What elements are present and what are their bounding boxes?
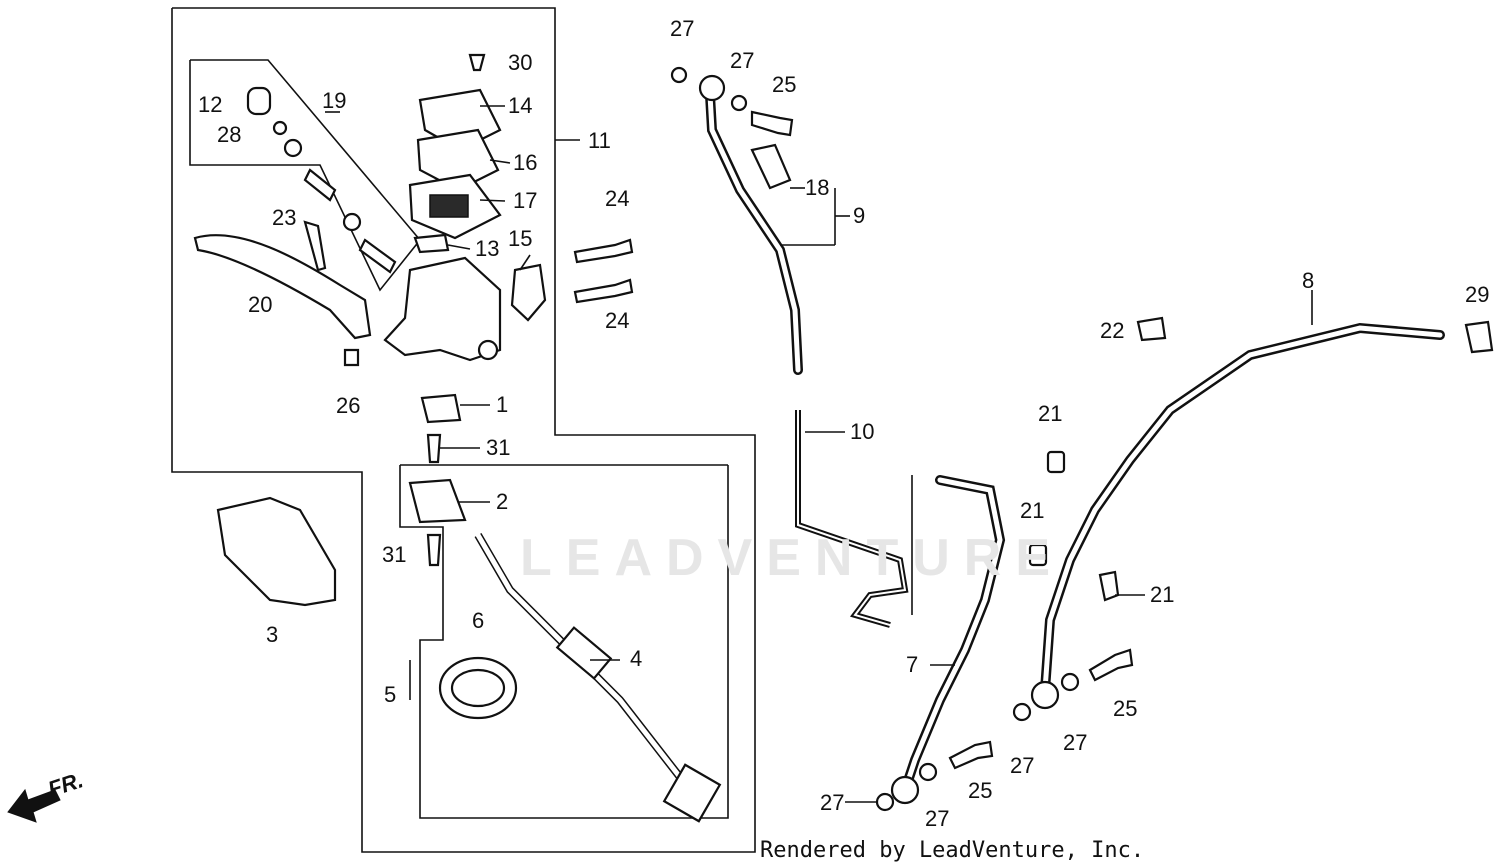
lower-brake-hose-right-part [1040, 322, 1445, 695]
lever-group-outline [189, 59, 422, 292]
sealing-washer-a-part [670, 66, 688, 84]
callout-16: 16 [513, 150, 538, 175]
master-cylinder-port-part [477, 339, 499, 361]
banjo-bolt-left-part [948, 740, 994, 770]
stop-switch-part [420, 393, 462, 424]
callout-17: 17 [513, 188, 538, 213]
callout-11: 11 [588, 128, 611, 153]
callout-6: 6 [472, 608, 485, 633]
callout-22: 22 [1100, 318, 1125, 343]
screw-part [468, 53, 486, 72]
watermark-text: LEADVENTURE [520, 529, 1065, 587]
holder-part [510, 263, 547, 322]
callout-14: 14 [508, 93, 533, 118]
cup-part [342, 212, 362, 232]
callout-18: 18 [805, 175, 830, 200]
callout-27: 27 [820, 790, 845, 815]
callout-23: 23 [272, 205, 297, 230]
boot-part [246, 86, 272, 116]
callout-27: 27 [1063, 730, 1088, 755]
sealing-washer-b-part [730, 94, 748, 112]
upper-brake-hose-inner-part [707, 92, 801, 373]
upper-brake-hose-part [705, 90, 803, 375]
callout-28: 28 [217, 122, 242, 147]
sealing-washer-d-part [918, 762, 938, 782]
spring-part [358, 238, 397, 274]
switch-screw-lower-part [426, 533, 442, 567]
callout-25: 25 [1113, 696, 1138, 721]
callout-30: 30 [508, 50, 533, 75]
callout-27: 27 [1010, 753, 1035, 778]
lever-cover-part [216, 496, 337, 607]
callout-5: 5 [384, 682, 397, 707]
callout-7: 7 [906, 652, 919, 677]
callout-26: 26 [336, 393, 361, 418]
callout-25: 25 [772, 72, 797, 97]
leader-lines [325, 105, 1313, 803]
holder-bolt-lower-part [573, 278, 634, 304]
callout-24: 24 [605, 308, 630, 333]
washer-part [283, 138, 303, 158]
callout-1: 1 [496, 392, 509, 417]
callout-2: 2 [496, 489, 509, 514]
banjo-bolt-upper-part [750, 110, 794, 137]
master-cylinder-body-part [383, 256, 502, 362]
hose-clip-a-part [1046, 450, 1066, 474]
sealing-washer-e-part [1012, 702, 1032, 722]
banjo-left-part [890, 775, 920, 805]
render-credit: Rendered by LeadVenture, Inc. [760, 838, 1145, 863]
callout-10: 10 [850, 419, 875, 444]
master-cylinder-group-outline [171, 7, 756, 853]
callout-24: 24 [605, 186, 630, 211]
pivot-bolt-part [303, 220, 327, 272]
callout-31: 31 [382, 542, 407, 567]
callout-8: 8 [1302, 268, 1315, 293]
brake-lever-part [193, 234, 372, 340]
hose-clip-b-part [1028, 543, 1048, 567]
callout-21: 21 [1038, 401, 1063, 426]
callout-21: 21 [1150, 582, 1175, 607]
callout-27: 27 [925, 806, 950, 831]
hose-clamp-part [1136, 316, 1167, 342]
hose-joint-part [1464, 320, 1494, 354]
band-clamp-inner-part [450, 668, 506, 708]
switch-screw-upper-part [426, 433, 442, 464]
callout-27: 27 [670, 16, 695, 41]
piston-part [303, 168, 337, 202]
callout-25: 25 [968, 778, 993, 803]
holder-bolt-upper-part [573, 238, 634, 264]
callout-19: 19 [322, 88, 347, 113]
switch-inner-outline [399, 465, 729, 819]
sealing-washer-f-part [1060, 672, 1080, 692]
callout-4: 4 [630, 646, 643, 671]
front-stop-switch-part [408, 478, 467, 524]
lower-brake-hose-right-inner-part [1042, 325, 1443, 693]
callout-20: 20 [248, 292, 273, 317]
diaphragm-part [416, 128, 500, 192]
callout-3: 3 [266, 622, 279, 647]
callout-29: 29 [1465, 282, 1490, 307]
plate-grid-part [429, 194, 469, 218]
banjo-bolt-right-part [1088, 648, 1134, 682]
hose-guide-part [750, 143, 792, 190]
callout-9: 9 [853, 203, 866, 228]
lower-brake-hose-left-inner-part [902, 477, 1003, 793]
callout-27: 27 [730, 48, 755, 73]
nut-part [343, 348, 360, 367]
callout-13: 13 [475, 236, 500, 261]
banjo-right-part [1030, 680, 1060, 710]
callout-21: 21 [1020, 498, 1045, 523]
harness-plug-part [662, 763, 722, 823]
banjo-upper-part [698, 74, 726, 102]
front-direction-arrow [7, 788, 61, 823]
harness-connector-part [555, 626, 613, 680]
callout-31: 31 [486, 435, 511, 460]
brake-pipe-inner-part [797, 409, 907, 626]
lever-pivot-part [413, 233, 450, 254]
circlip-part [272, 120, 288, 136]
sealing-washer-c-part [875, 792, 895, 812]
callout-15: 15 [508, 226, 533, 251]
callout-12: 12 [198, 92, 223, 117]
